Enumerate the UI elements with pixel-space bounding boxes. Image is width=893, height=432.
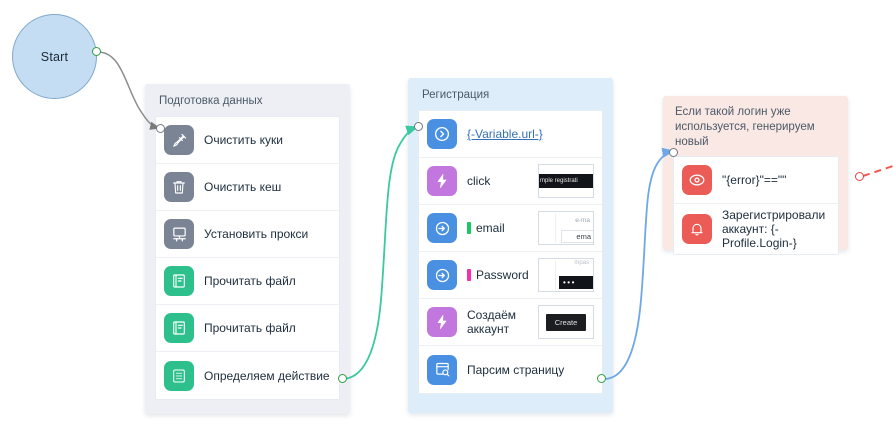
row-create-account[interactable]: Создаём аккаунт Create [419,299,602,346]
group-login-exists-title: Если такой логин уже используется, генер… [675,106,815,148]
row-label: "{error}"=="" [722,173,787,187]
thumbnail-dots: ••• [563,277,576,287]
thumbnail-password-field[interactable]: mpas ••• [538,258,594,292]
row-label: click [467,174,491,188]
row-error-condition[interactable]: "{error}"=="" [674,157,838,204]
row-parse-page[interactable]: Парсим страницу [419,346,602,393]
bolt-icon [427,166,457,196]
file-icon [164,266,194,296]
row-click[interactable]: click mple registrati [419,158,602,205]
file-icon [164,313,194,343]
port-registration-out[interactable] [597,374,606,383]
row-set-proxy[interactable]: Установить прокси [156,211,339,258]
field-color-bar [467,222,471,234]
port-prepare-in[interactable] [156,124,165,133]
thumbnail-ghost-top: e-ma [575,217,590,224]
thumbnail-create-button[interactable]: Create [538,305,594,339]
group-registration-body: {-Variable.url-} click mple registrati [418,110,603,394]
row-email[interactable]: email e-ma ema [419,205,602,252]
port-prepare-out[interactable] [338,374,347,383]
bell-icon [682,214,712,244]
row-label: Password [476,268,529,282]
row-label: Определяем действие [204,368,330,383]
group-prepare-data-body: Очистить куки Очистить кеш [155,116,340,400]
port-start-out[interactable] [92,47,101,56]
group-login-exists-body: "{error}"=="" Зарегистрировали аккаунт: … [673,156,839,255]
wire-prep-to-reg [341,125,419,380]
group-prepare-data-title: Подготовка данных [159,95,263,107]
brush-icon [164,125,194,155]
row-label: Прочитать файл [204,321,296,335]
row-label: Зарегистрировали аккаунт: {-Profile.Logi… [722,208,826,250]
thumbnail-email-field[interactable]: e-ma ema [538,211,594,245]
monitor-icon [164,219,194,249]
row-read-file-1[interactable]: Прочитать файл [156,258,339,305]
row-clear-cookies[interactable]: Очистить куки [156,117,339,164]
thumbnail-ghost-bottom: ema [576,232,591,241]
navigate-icon [427,119,457,149]
port-login-exists-out[interactable] [855,172,864,181]
row-read-file-2[interactable]: Прочитать файл [156,305,339,352]
bolt-icon [427,307,457,337]
row-label: Очистить кеш [204,180,282,194]
wire-err-out [862,165,893,177]
row-password[interactable]: Password mpas ••• [419,252,602,299]
grid-icon [164,360,194,391]
row-label-email: email [467,221,534,235]
thumbnail-ghost-top: mpas [574,260,589,266]
row-label: Очистить куки [204,133,283,147]
row-registered-notification[interactable]: Зарегистрировали аккаунт: {-Profile.Logi… [674,204,838,254]
row-label: Парсим страницу [467,362,565,377]
input-icon [427,213,457,243]
thumbnail-band: ••• [559,276,593,289]
group-login-exists[interactable]: Если такой логин уже используется, генер… [663,96,848,255]
thumbnail-sample-registration[interactable]: mple registrati [538,164,594,198]
group-registration[interactable]: Регистрация {-Variable.url-} click [408,78,613,413]
row-label: email [476,221,505,235]
row-label-password: Password [467,268,534,282]
start-node[interactable]: Start [12,14,97,99]
thumbnail-band-text: mple registrati [539,174,593,188]
field-color-bar [467,269,471,281]
row-label: Прочитать файл [204,274,296,288]
row-label: Установить прокси [204,227,309,241]
row-navigate-url[interactable]: {-Variable.url-} [419,111,602,158]
start-node-label: Start [40,49,69,64]
group-registration-title: Регистрация [422,89,490,101]
row-clear-cache[interactable]: Очистить кеш [156,164,339,211]
parse-icon [427,354,457,385]
condition-icon [682,165,712,195]
input-icon [427,260,457,290]
group-prepare-data[interactable]: Подготовка данных Очистить куки [145,84,350,414]
port-registration-in[interactable] [414,122,423,131]
row-determine-action[interactable]: Определяем действие [156,352,339,399]
row-label: Создаём аккаунт [467,308,517,336]
thumbnail-button-text: Create [545,313,587,331]
row-label[interactable]: {-Variable.url-} [467,127,543,141]
trash-icon [164,172,194,202]
port-login-exists-in[interactable] [669,148,678,157]
